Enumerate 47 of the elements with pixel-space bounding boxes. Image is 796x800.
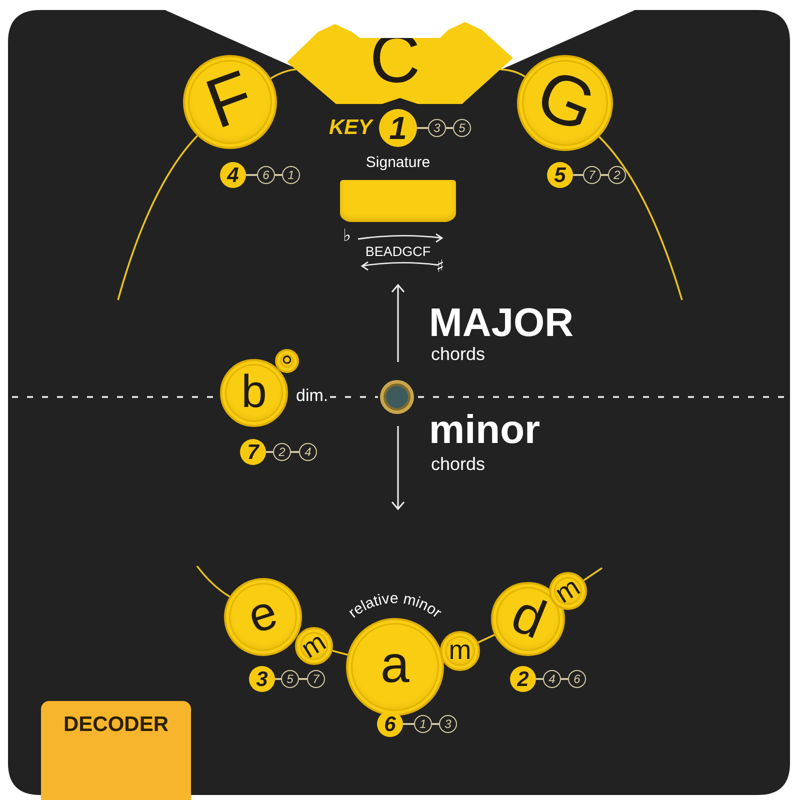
mode-subtitle: chords [431,345,486,363]
degree-badge: 5 [453,119,471,137]
key-sequence: BEADGCF [365,245,431,258]
connector-line [536,678,543,680]
connector-line [299,678,307,680]
degree-badge: 6 [568,670,586,688]
connector-line [573,174,583,176]
mode-heading: MAJOR [429,303,574,343]
degree-badge: 2 [608,166,626,184]
degree-badge: 2 [273,443,291,461]
mode-heading: minor [429,410,540,450]
connector-line [478,634,495,644]
degree-badge: 3 [428,119,446,137]
mode-subtitle: chords [431,455,486,473]
connector-line [598,136,683,300]
connector-line [332,650,348,656]
key-caption: KEY [329,117,372,138]
connector-line [117,135,198,300]
connector-line [500,68,526,78]
degree-badge: 5 [281,670,299,688]
degree-badge: 6 [257,166,275,184]
degree-badge: 4 [543,670,561,688]
degree-badge: 7 [583,166,601,184]
dim-caption: dim. [296,387,328,404]
window-heading: Signature [364,155,432,170]
connector-line [601,174,608,176]
decoder-tab: DECODER [41,701,191,800]
connector-line [196,565,230,598]
connector-line [275,678,281,680]
degree-badge: 4 [299,443,317,461]
degree-badge: 7 [307,670,325,688]
connector-line [583,567,602,582]
connector-line [270,68,296,80]
sharp-sign: ♯ [436,259,444,276]
connector-line [246,174,257,176]
degree-badge: 1 [414,715,432,733]
connector-line [291,451,299,453]
connector-line [446,127,453,129]
connector-line [275,174,282,176]
degree-badge: 3 [439,715,457,733]
connector-line [432,723,439,725]
connector-line [417,127,428,129]
degree-badge: 1 [282,166,300,184]
connector-line [561,678,568,680]
connector-line [266,451,273,453]
flat-sign: ♭ [343,228,352,245]
connector-line [403,723,414,725]
